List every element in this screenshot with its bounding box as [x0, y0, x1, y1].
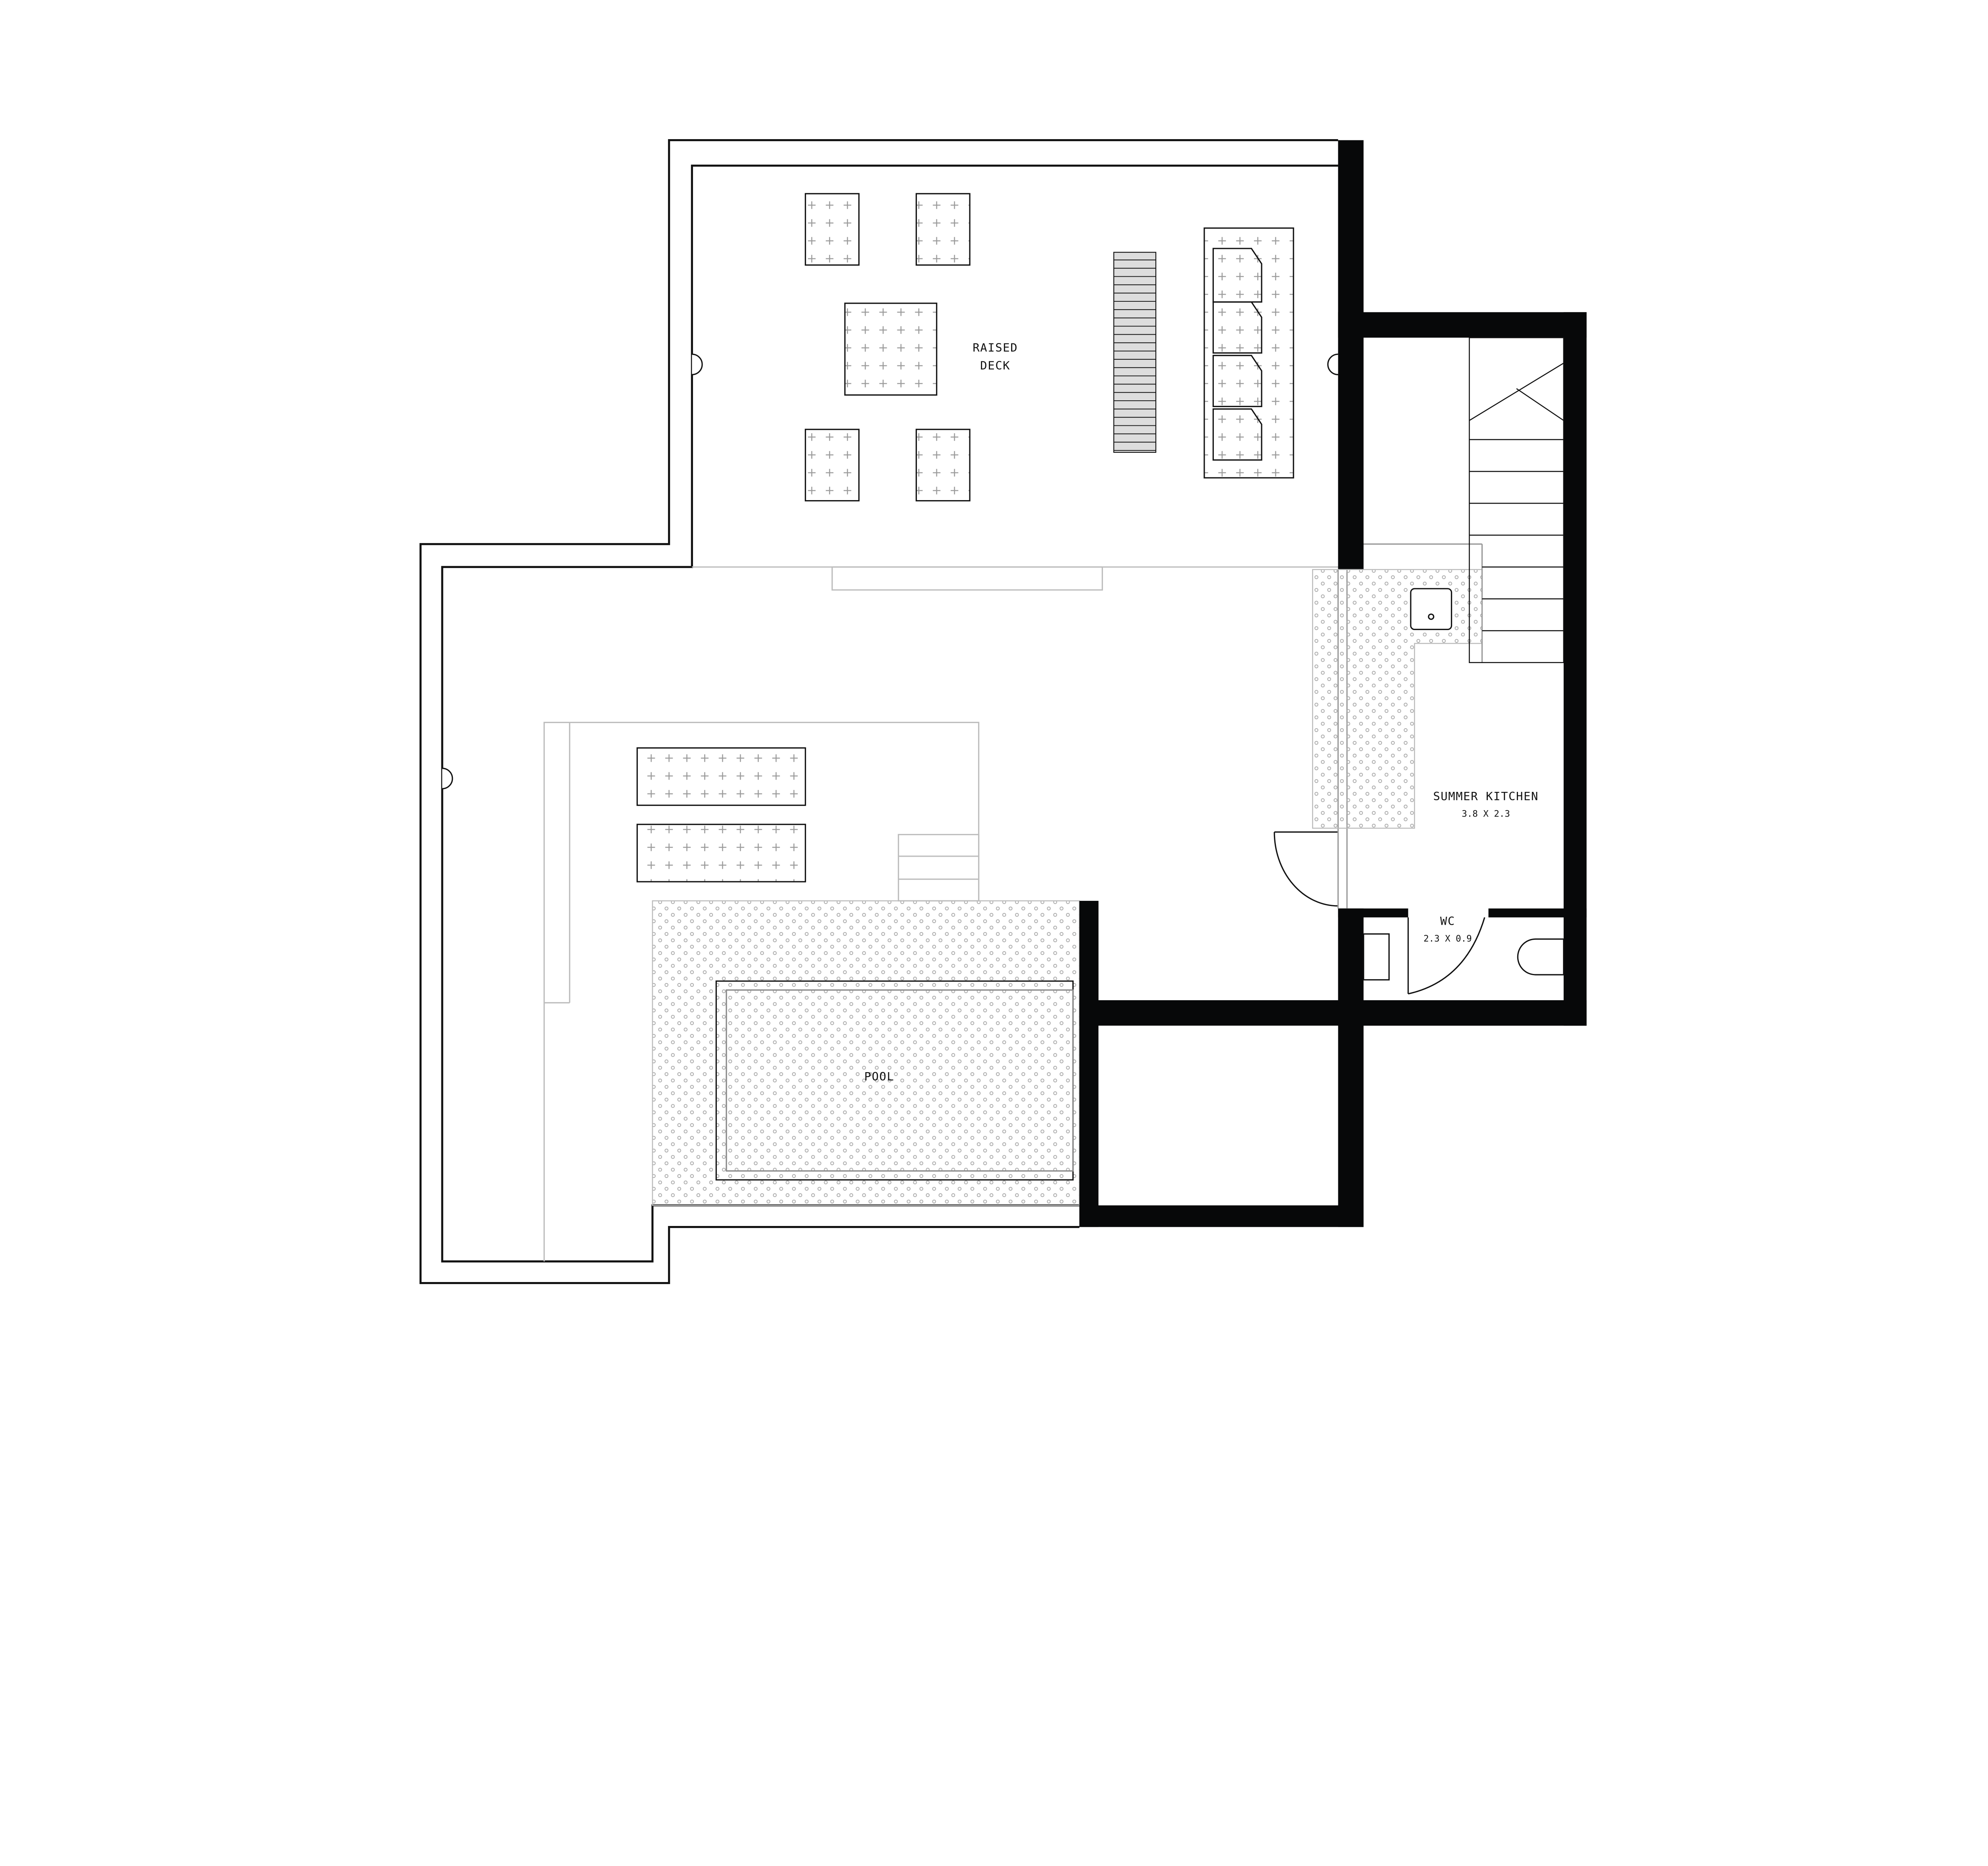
chair	[805, 193, 860, 266]
wc-sink-icon	[1363, 933, 1390, 981]
wc-label: WC	[1440, 914, 1455, 928]
wc-fixtures	[1363, 933, 1565, 981]
toilet-icon	[1517, 938, 1565, 976]
chair	[915, 193, 971, 266]
pool-deck	[652, 900, 1080, 1206]
deck-furniture	[805, 193, 1294, 502]
sun-loungers	[636, 747, 806, 883]
summer-kitchen-size: 3.8 X 2.3	[1462, 809, 1510, 819]
wc-size: 2.3 X 0.9	[1423, 934, 1472, 944]
wall-light-icons	[442, 353, 1338, 789]
pool	[715, 980, 1074, 1181]
deck-edge-lines	[543, 566, 1338, 1262]
dining-table	[844, 303, 938, 396]
outer-thin-wall	[419, 139, 1338, 1284]
wc-door	[1408, 917, 1485, 995]
raised-deck-label: DECK	[980, 359, 1010, 372]
lounger	[636, 747, 806, 806]
raised-deck-label: RAISED	[973, 341, 1018, 355]
lounger	[636, 824, 806, 883]
chair	[915, 429, 971, 502]
sink-icon	[1410, 588, 1452, 630]
floor-plan: RAISED DECK SUMMER KITCHEN 3.8 X 2.3 WC …	[419, 139, 1587, 1284]
chair	[805, 429, 860, 502]
staircase	[1469, 337, 1564, 663]
sofa-cushions	[1212, 248, 1262, 461]
structural-walls	[1079, 140, 1587, 1227]
deck-stair-treads	[1114, 259, 1156, 451]
summer-kitchen-label: SUMMER KITCHEN	[1433, 789, 1538, 803]
pool-steps	[898, 834, 980, 902]
deck-stairs	[1113, 252, 1157, 453]
pool-label: POOL	[864, 1070, 895, 1083]
storage-room	[1098, 1026, 1338, 1206]
